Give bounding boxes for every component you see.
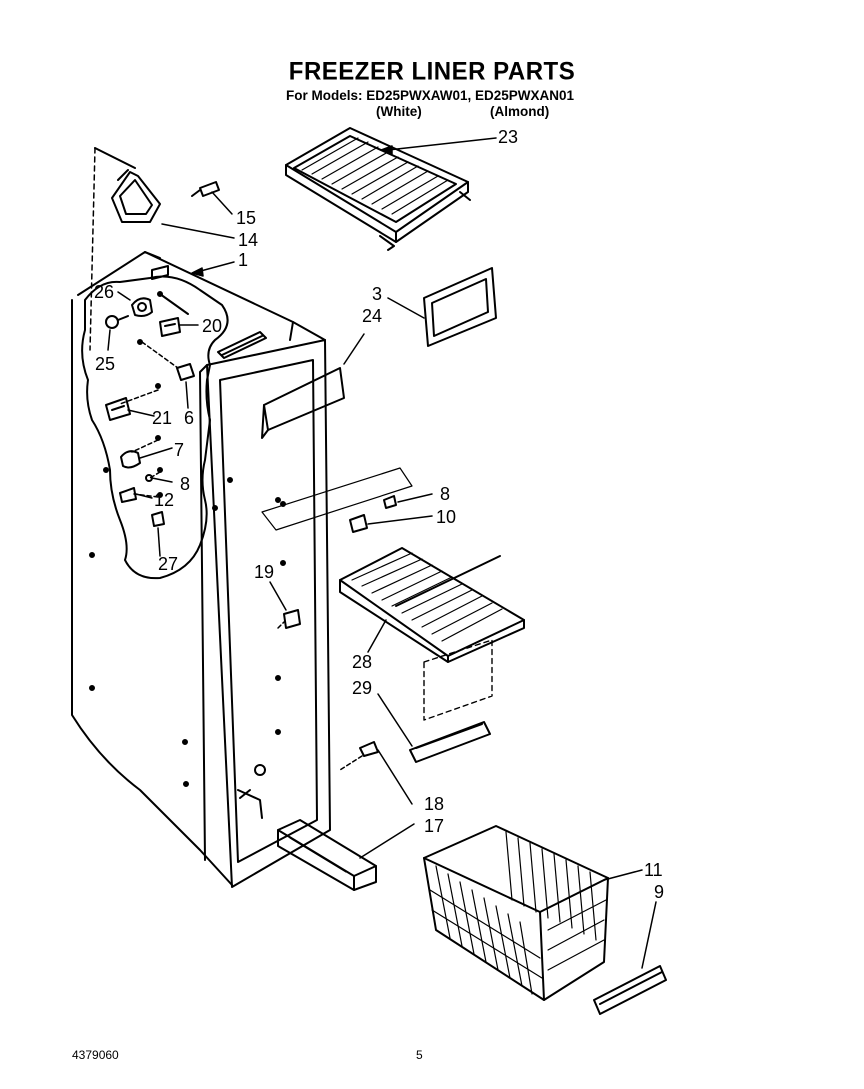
callout-23: 23 bbox=[498, 127, 518, 147]
page-number: 5 bbox=[416, 1048, 423, 1062]
callout-8-right: 8 bbox=[440, 484, 450, 504]
bracket-14 bbox=[111, 169, 220, 223]
callout-labels: 23 15 14 1 26 20 25 6 21 7 8 12 27 3 24 … bbox=[94, 127, 664, 902]
part-number: 4379060 bbox=[72, 1048, 119, 1062]
callout-8-left: 8 bbox=[180, 474, 190, 494]
wire-basket-11 bbox=[423, 825, 609, 1001]
rail-part-24 bbox=[261, 367, 345, 439]
callout-11: 11 bbox=[644, 860, 663, 880]
left-wall-small-parts bbox=[105, 291, 195, 527]
callout-1: 1 bbox=[238, 250, 248, 270]
part-19 bbox=[277, 609, 301, 629]
callout-18: 18 bbox=[424, 794, 444, 814]
freezer-liner bbox=[71, 147, 331, 888]
callout-29: 29 bbox=[352, 678, 372, 698]
drawer-rail-17-18 bbox=[277, 741, 379, 891]
callout-19: 19 bbox=[254, 562, 274, 582]
callout-15: 15 bbox=[236, 208, 256, 228]
color-almond-label: (Almond) bbox=[490, 104, 550, 119]
callout-3: 3 bbox=[372, 284, 382, 304]
wire-shelf-28 bbox=[339, 547, 525, 663]
callout-6: 6 bbox=[184, 408, 194, 428]
callout-24: 24 bbox=[362, 306, 382, 326]
callout-25: 25 bbox=[95, 354, 115, 374]
shelf-support-8-10 bbox=[261, 467, 413, 533]
callout-14: 14 bbox=[238, 230, 258, 250]
callout-20: 20 bbox=[202, 316, 222, 336]
callout-26: 26 bbox=[94, 282, 114, 302]
callout-21: 21 bbox=[152, 408, 172, 428]
leader-lines bbox=[107, 137, 657, 969]
trim-part-9 bbox=[593, 965, 667, 1015]
callout-7: 7 bbox=[174, 440, 184, 460]
callout-17: 17 bbox=[424, 816, 444, 836]
color-white-label: (White) bbox=[376, 104, 422, 119]
frame-part-3 bbox=[423, 267, 497, 347]
plate-trim-29 bbox=[409, 639, 493, 763]
callout-12: 12 bbox=[154, 490, 174, 510]
models-line: For Models: ED25PWXAW01, ED25PWXAN01 bbox=[286, 88, 575, 103]
callout-10: 10 bbox=[436, 507, 456, 527]
page-title: FREEZER LINER PARTS bbox=[288, 57, 576, 86]
callout-27: 27 bbox=[158, 554, 178, 574]
callout-9: 9 bbox=[654, 882, 664, 902]
top-wire-shelf-23 bbox=[285, 127, 471, 251]
callout-28: 28 bbox=[352, 652, 372, 672]
